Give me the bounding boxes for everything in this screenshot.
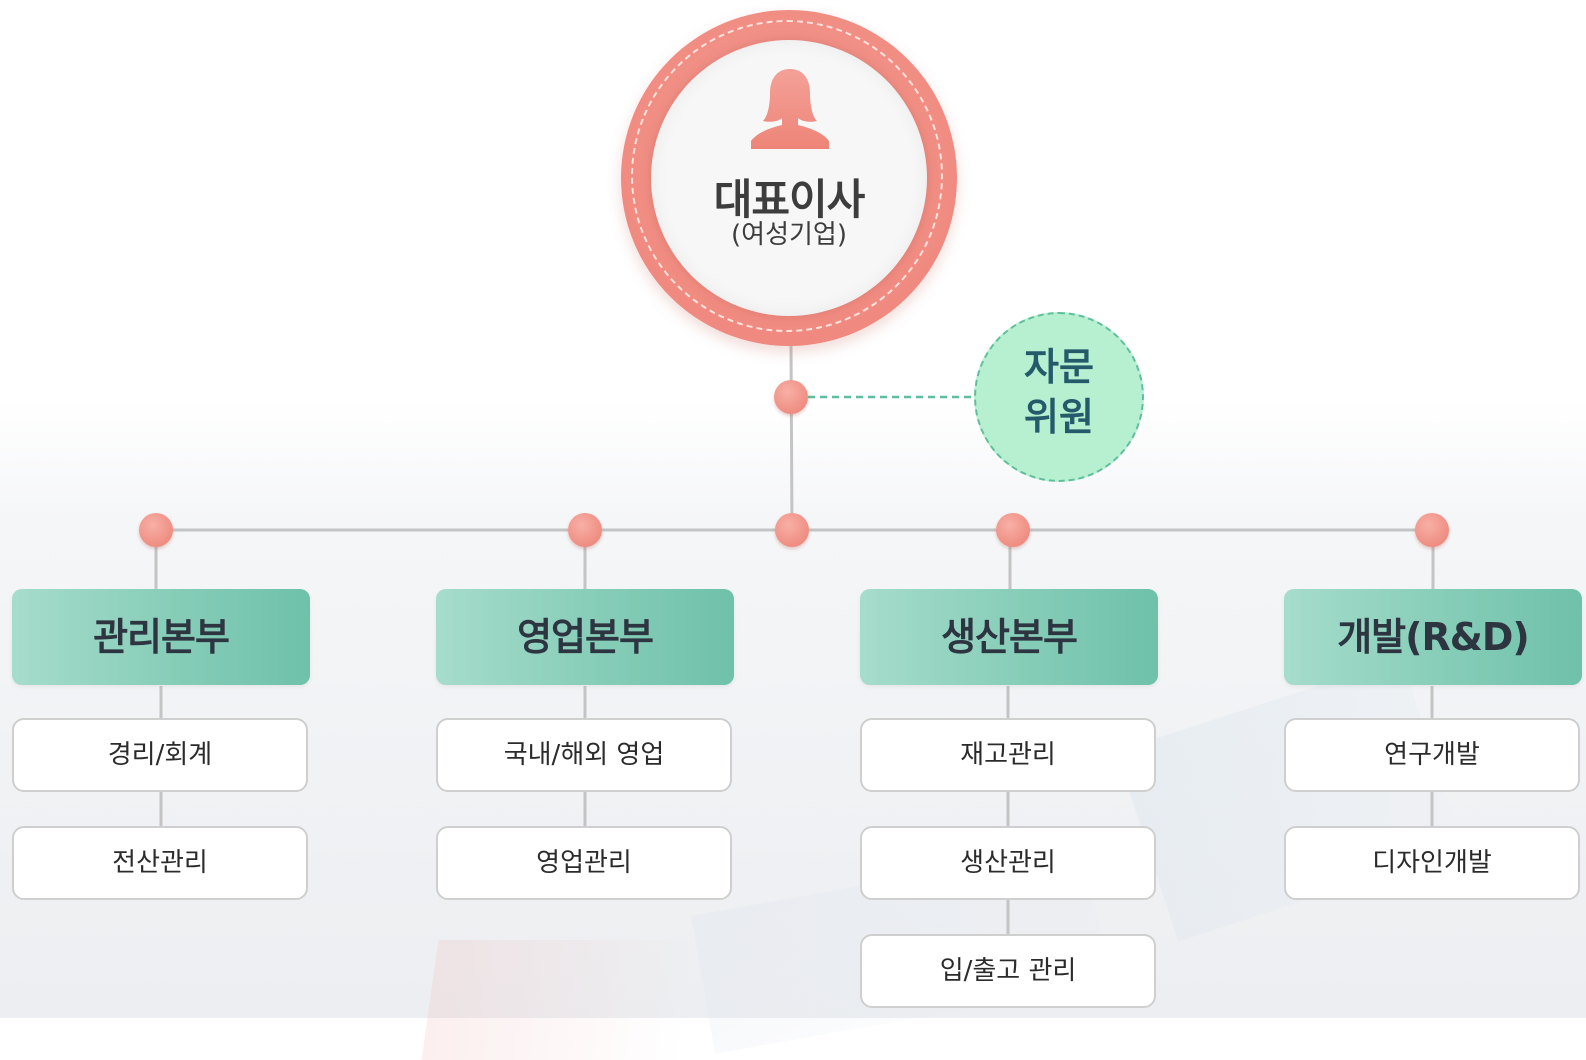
ceo-dashed-ring	[631, 20, 943, 332]
ceo-title: 대표이사	[713, 175, 866, 224]
unit-box: 생산관리	[860, 826, 1156, 900]
node-dot	[1415, 513, 1449, 547]
unit-box: 입/출고 관리	[860, 934, 1156, 1008]
ceo-vertical-connector	[789, 343, 794, 531]
node-dot	[139, 513, 173, 547]
advisory-label-line2: 위원	[1024, 395, 1094, 439]
advisory-node-dot	[774, 380, 808, 414]
person-icon	[751, 69, 829, 149]
unit-box: 재고관리	[860, 718, 1156, 792]
dept-header-sales: 영업본부	[436, 589, 734, 685]
node-dot	[568, 513, 602, 547]
dept-header-production: 생산본부	[860, 589, 1158, 685]
dept-header-management: 관리본부	[12, 589, 310, 685]
advisory-circle	[974, 312, 1144, 482]
ceo-subtitle: (여성기업)	[731, 220, 847, 250]
dept-header-rnd: 개발(R&D)	[1284, 589, 1582, 685]
advisory-label: 자문 위원	[974, 342, 1144, 442]
advisory-label-line1: 자문	[1024, 345, 1094, 389]
node-dot	[775, 513, 809, 547]
unit-box: 경리/회계	[12, 718, 308, 792]
unit-box: 디자인개발	[1284, 826, 1580, 900]
unit-box: 연구개발	[1284, 718, 1580, 792]
node-dot	[996, 513, 1030, 547]
unit-box: 국내/해외 영업	[436, 718, 732, 792]
unit-box: 영업관리	[436, 826, 732, 900]
unit-box: 전산관리	[12, 826, 308, 900]
